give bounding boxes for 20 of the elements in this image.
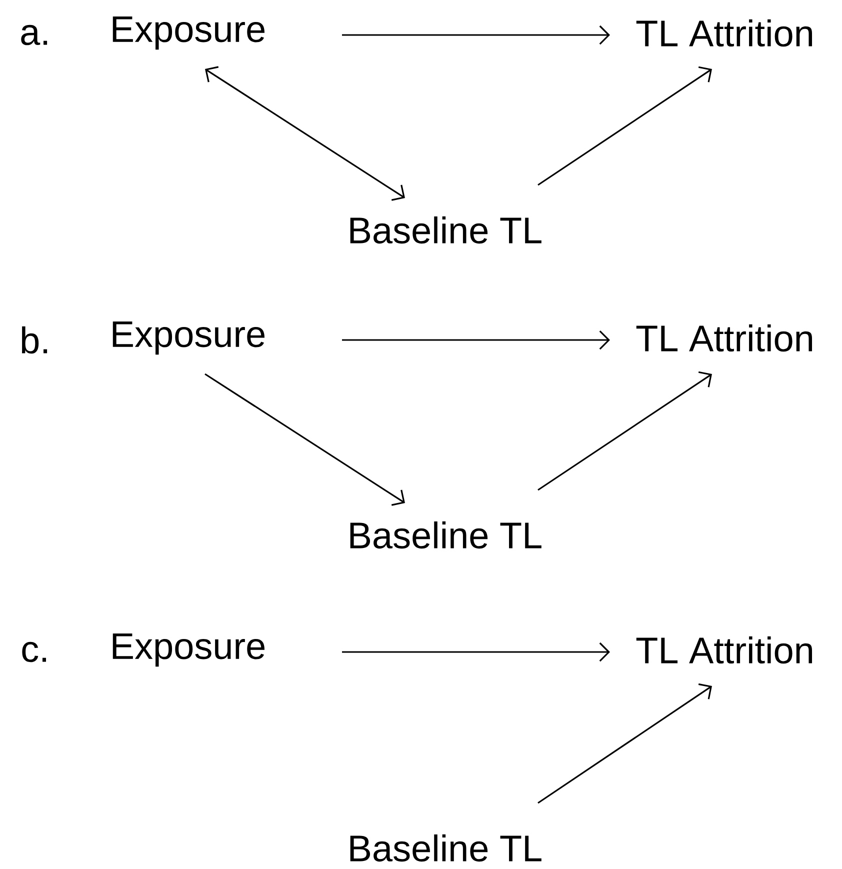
arrow — [204, 373, 405, 506]
arrow — [538, 66, 712, 186]
node-label: TL Attrition — [636, 636, 812, 664]
node-label: Exposure — [112, 633, 264, 667]
node-label: TL Attrition — [636, 19, 812, 47]
node-label: Exposure — [112, 16, 264, 50]
arrow — [205, 66, 405, 201]
arrow — [342, 25, 610, 45]
arrow — [538, 683, 712, 804]
arrow — [342, 330, 610, 350]
node-label: Baseline TL — [350, 521, 542, 549]
node-label: Baseline TL — [350, 834, 542, 862]
node-label: TL Attrition — [636, 324, 812, 352]
arrow — [538, 371, 712, 491]
node-label: Exposure — [112, 321, 264, 355]
panel-label: a. — [21, 24, 48, 46]
node-label: Baseline TL — [350, 216, 542, 244]
panel-label: c. — [22, 642, 46, 662]
panel-label: b. — [22, 326, 48, 354]
arrow — [342, 642, 610, 662]
